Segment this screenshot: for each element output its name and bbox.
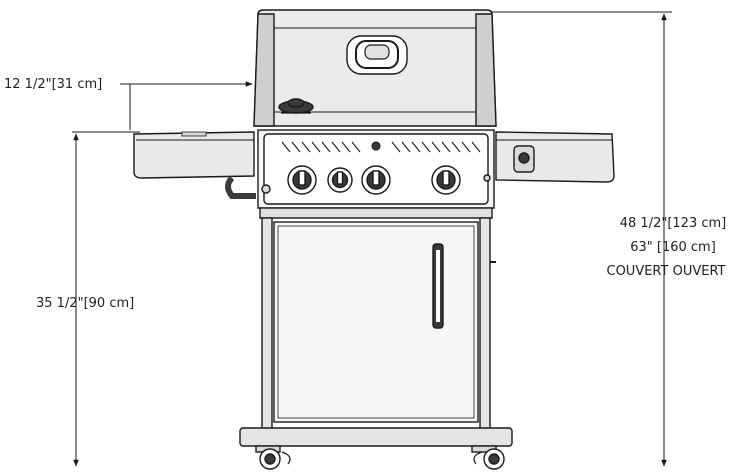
vent-slots (281, 141, 481, 153)
lid-state-label: COUVERT OUVERT (606, 264, 726, 279)
cart-left-leg (261, 217, 273, 431)
lid-right-end-cap (475, 13, 497, 127)
dimension-lines (72, 11, 672, 467)
igniter-icon (513, 145, 535, 173)
lid-depth-label: 12 1/2"[31 cm] (4, 77, 103, 92)
burner-knob-4 (431, 165, 461, 195)
cart (239, 207, 513, 470)
burner-knob-2 (327, 167, 353, 193)
cart-base (239, 427, 513, 447)
napoleon-logo-icon (278, 98, 314, 114)
burner-knob-3 (361, 165, 391, 195)
cart-right-leg (479, 217, 491, 431)
control-panel (257, 129, 495, 209)
height-open-label: 63" [160 cm] (630, 240, 716, 255)
right-side-shelf (495, 131, 615, 183)
shelf-height-label: 35 1/2"[90 cm] (36, 296, 135, 311)
right-caster (471, 445, 505, 470)
grill-lid (253, 9, 497, 127)
burner-knob-1 (287, 165, 317, 195)
igniter-button-icon (261, 184, 271, 194)
lid-left-end-cap (253, 13, 275, 127)
cabinet-door (273, 221, 479, 423)
left-side-shelf (133, 131, 256, 199)
grill (133, 9, 615, 470)
height-closed-label: 48 1/2"[123 cm] (619, 216, 727, 231)
left-caster (255, 445, 291, 470)
